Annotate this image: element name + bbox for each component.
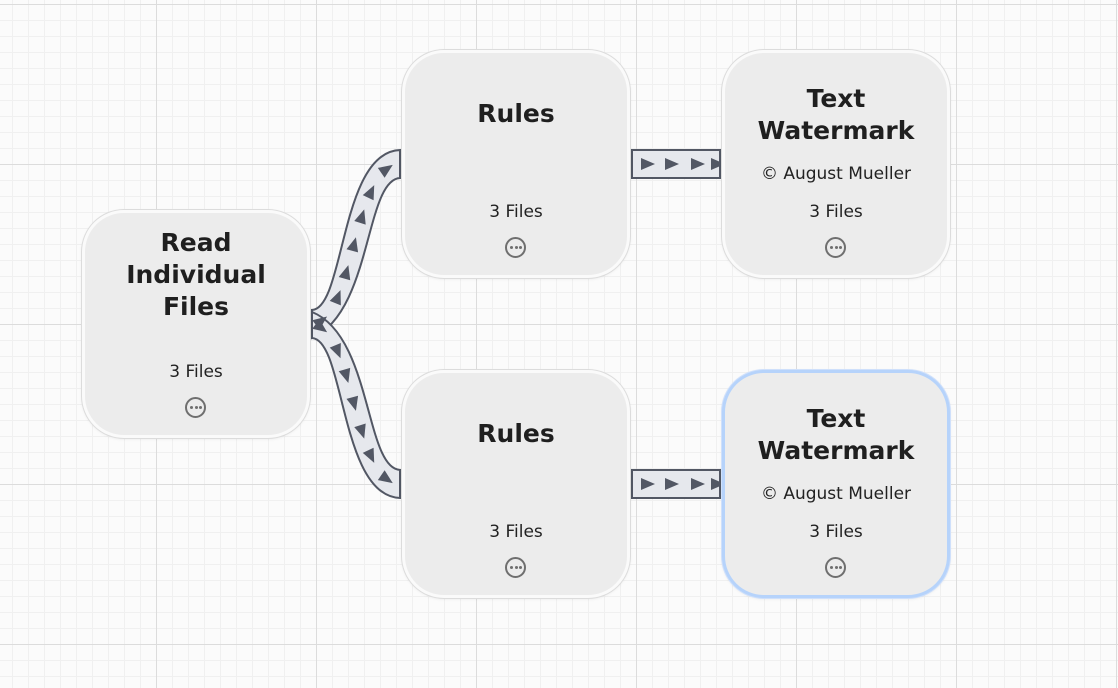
node-text-watermark-bottom[interactable]: Text Watermark © August Mueller 3 Files bbox=[722, 370, 950, 598]
triangle-right-icon bbox=[377, 164, 393, 178]
triangle-right-icon bbox=[665, 478, 679, 490]
ellipsis-circle-icon[interactable] bbox=[825, 237, 846, 258]
triangle-right-icon bbox=[338, 265, 351, 281]
node-title: Rules bbox=[477, 99, 555, 128]
triangle-right-icon bbox=[312, 319, 328, 333]
triangle-right-icon bbox=[377, 470, 393, 484]
triangle-right-icon bbox=[329, 343, 341, 359]
node-rules-bottom[interactable]: Rules 3 Files bbox=[402, 370, 630, 598]
file-count: 3 Files bbox=[489, 202, 543, 222]
triangle-right-icon bbox=[346, 237, 359, 253]
node-rules-top[interactable]: Rules 3 Files bbox=[402, 50, 630, 278]
node-title: Rules bbox=[477, 419, 555, 448]
ellipsis-circle-icon[interactable] bbox=[505, 237, 526, 258]
file-count: 3 Files bbox=[809, 202, 863, 222]
triangle-right-icon bbox=[354, 209, 366, 225]
triangle-right-icon bbox=[346, 395, 359, 411]
triangle-right-icon bbox=[338, 367, 351, 384]
triangle-right-icon bbox=[641, 478, 655, 490]
triangle-right-icon bbox=[711, 478, 725, 490]
triangle-right-icon bbox=[362, 447, 375, 463]
triangle-right-icon bbox=[362, 185, 375, 201]
node-read-individual-files[interactable]: Read Individual Files 3 Files bbox=[82, 210, 310, 438]
triangle-right-icon bbox=[711, 158, 725, 170]
flow-arrows bbox=[312, 158, 725, 490]
triangle-right-icon bbox=[665, 158, 679, 170]
triangle-right-icon bbox=[329, 290, 341, 306]
triangle-right-icon bbox=[641, 158, 655, 170]
node-text-watermark-top[interactable]: Text Watermark © August Mueller 3 Files bbox=[722, 50, 950, 278]
triangle-right-icon bbox=[691, 478, 705, 490]
file-count: 3 Files bbox=[489, 522, 543, 542]
file-count: 3 Files bbox=[169, 362, 223, 382]
file-count: 3 Files bbox=[809, 522, 863, 542]
watermark-text: © August Mueller bbox=[760, 484, 912, 504]
ellipsis-circle-icon[interactable] bbox=[505, 557, 526, 578]
watermark-text: © August Mueller bbox=[760, 164, 912, 184]
ellipsis-circle-icon[interactable] bbox=[825, 557, 846, 578]
triangle-right-icon bbox=[354, 423, 366, 439]
node-title: Read Individual Files bbox=[126, 228, 266, 321]
node-title: Text Watermark bbox=[757, 404, 915, 465]
node-title: Text Watermark bbox=[757, 84, 915, 145]
triangle-right-icon bbox=[691, 158, 705, 170]
ellipsis-circle-icon[interactable] bbox=[185, 397, 206, 418]
